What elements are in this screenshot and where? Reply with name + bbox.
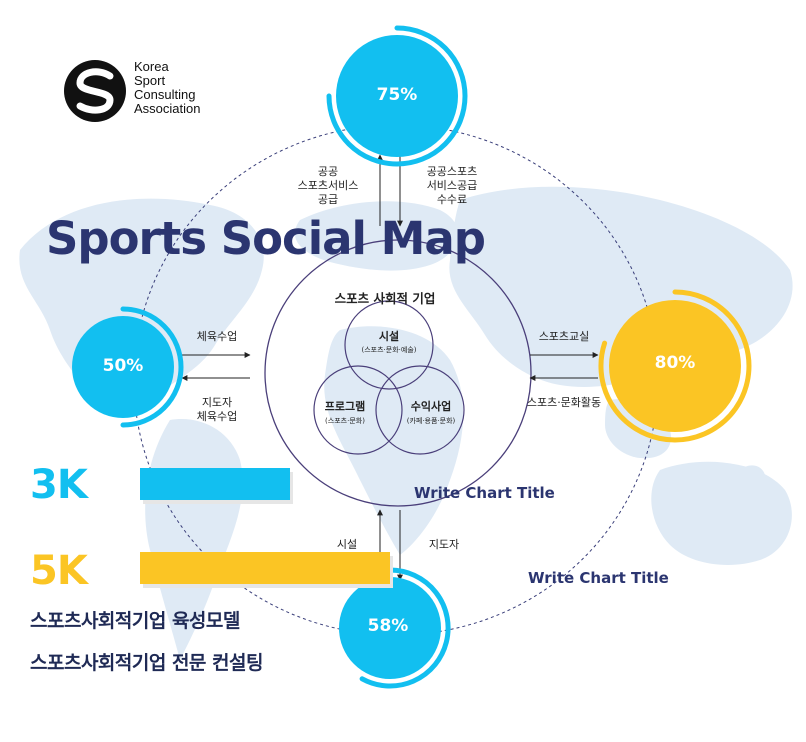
venn-program-sub: (스포츠·문화) — [325, 417, 365, 425]
arrow-label-left-out: 지도자 체육수업 — [182, 396, 252, 424]
core-title: 스포츠 사회적 기업 — [334, 291, 436, 306]
arrow-label-bottom-up: 시설 — [336, 538, 358, 551]
node-right-percent: 80% — [654, 353, 696, 373]
arrow-label-top-down: 공공 스포츠서비스 공급 — [286, 165, 370, 207]
chart-title-2: Write Chart Title — [528, 569, 669, 587]
venn-circle-facility — [344, 300, 434, 390]
bar-chart — [140, 468, 393, 588]
node-right-progress-ring — [598, 289, 752, 443]
venn-circle-revenue — [375, 365, 465, 455]
venn-facility-title: 시설 — [378, 330, 400, 343]
node-top-progress-ring — [326, 25, 468, 167]
arrow-label-left-out-2: 체육수업 — [196, 410, 238, 423]
arrow-label-top-down-3: 공급 — [317, 193, 339, 206]
arrow-label-top-down-1: 공공 — [317, 165, 339, 178]
arrow-label-top-up: 공공스포츠 서비스공급 수수료 — [410, 165, 494, 207]
node-left-50 — [72, 306, 184, 428]
node-right-80 — [598, 289, 752, 443]
venn-circle-program — [313, 365, 403, 455]
arrow-label-top-up-3: 수수료 — [436, 193, 468, 206]
logo-line-3: Consulting — [134, 87, 196, 102]
node-bottom-58 — [339, 567, 451, 689]
node-top-percent: 75% — [376, 85, 418, 105]
arrow-label-top-up-1: 공공스포츠 — [426, 165, 478, 178]
bar-5k — [140, 552, 390, 584]
venn-program-title: 프로그램 — [324, 400, 366, 413]
venn-facility-sub: (스포츠·문화·예술) — [361, 346, 417, 354]
node-bottom-progress-ring — [359, 567, 451, 689]
node-top-75 — [326, 25, 468, 167]
core-circle — [264, 239, 532, 507]
bottom-text-1: 스포츠사회적기업 육성모델 — [30, 610, 240, 632]
node-right-disc — [609, 300, 741, 432]
s-swirl-logo-icon — [64, 60, 126, 122]
bar-label-5k: 5K — [30, 548, 88, 594]
node-left-progress-ring — [120, 306, 184, 428]
node-bottom-percent: 58% — [367, 616, 409, 636]
node-top-disc — [336, 35, 458, 157]
arrow-label-top-up-2: 서비스공급 — [426, 179, 478, 192]
node-left-percent: 50% — [102, 356, 144, 376]
bottom-text-2: 스포츠사회적기업 전문 컨설팅 — [30, 652, 263, 674]
arrow-label-top-down-2: 스포츠서비스 — [297, 179, 359, 192]
node-left-disc — [72, 316, 174, 418]
venn-revenue-sub: (카페·용품·문화) — [406, 417, 456, 425]
arrow-label-left-in: 체육수업 — [196, 330, 238, 343]
bar-label-3k: 3K — [30, 462, 88, 508]
arrow-label-bottom-down: 지도자 — [428, 538, 460, 551]
bar-3k — [140, 468, 290, 500]
arrow-label-right-in: 스포츠교실 — [538, 330, 590, 343]
logo-line-1: Korea — [134, 59, 169, 74]
page-title: Sports Social Map — [46, 212, 486, 265]
node-bottom-disc — [339, 577, 441, 679]
chart-title-1: Write Chart Title — [414, 484, 555, 502]
logo-text: Korea Sport Consulting Association — [134, 60, 200, 116]
arrow-label-left-out-1: 지도자 — [201, 396, 233, 409]
venn-revenue-title: 수익사업 — [410, 400, 452, 413]
arrow-label-right-out: 스포츠·문화활동 — [526, 396, 602, 409]
logo-line-2: Sport — [134, 73, 166, 88]
logo-line-4: Association — [134, 101, 201, 116]
